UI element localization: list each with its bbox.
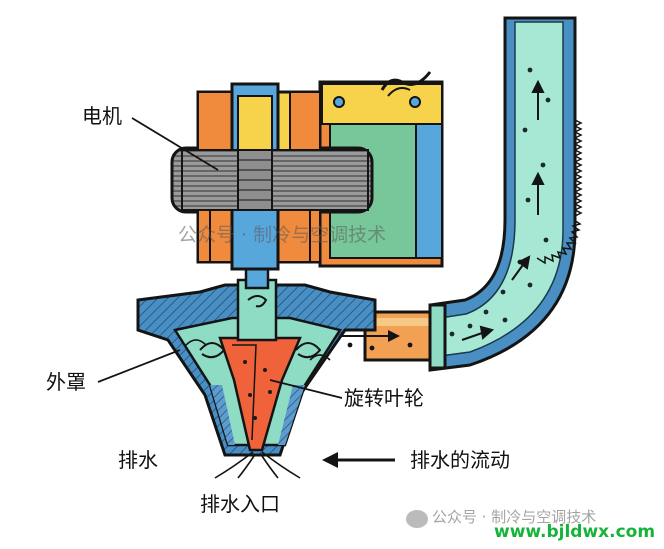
leader-impeller — [269, 379, 343, 399]
motor — [170, 71, 444, 271]
leader-motor — [131, 117, 219, 171]
label-motor: 电机 — [82, 104, 122, 128]
leader-housing — [97, 349, 181, 383]
pipe-bubbles — [449, 67, 551, 337]
inlet-flow-lines — [214, 451, 301, 479]
impeller-dots — [243, 360, 272, 420]
watermark-bottom: 公众号 · 制冷与空调技术 — [432, 508, 597, 526]
label-impeller: 旋转叶轮 — [344, 386, 424, 410]
impeller — [185, 336, 331, 452]
leader-lines — [97, 117, 343, 399]
label-drain-flow: 排水的流动 — [410, 448, 510, 472]
motor-shaft — [236, 266, 278, 342]
watermark-logo-icon — [406, 510, 428, 528]
left-arrow-icon — [322, 452, 395, 468]
label-housing: 外罩 — [46, 370, 86, 394]
drain-pipe-serration — [573, 119, 583, 217]
drain-pipe-serration-2 — [536, 219, 582, 265]
drain-pipe — [428, 16, 583, 372]
label-drain-inlet: 排水入口 — [200, 492, 280, 516]
label-drain: 排水 — [118, 448, 158, 472]
outlet-connector — [330, 303, 447, 370]
watermark-center: 公众号 · 制冷与空调技术 — [178, 224, 387, 246]
watermark-site: www.bjldwx.com — [494, 522, 656, 542]
pipe-flow-arrows — [461, 79, 545, 341]
drain-pipe-water — [439, 21, 564, 357]
